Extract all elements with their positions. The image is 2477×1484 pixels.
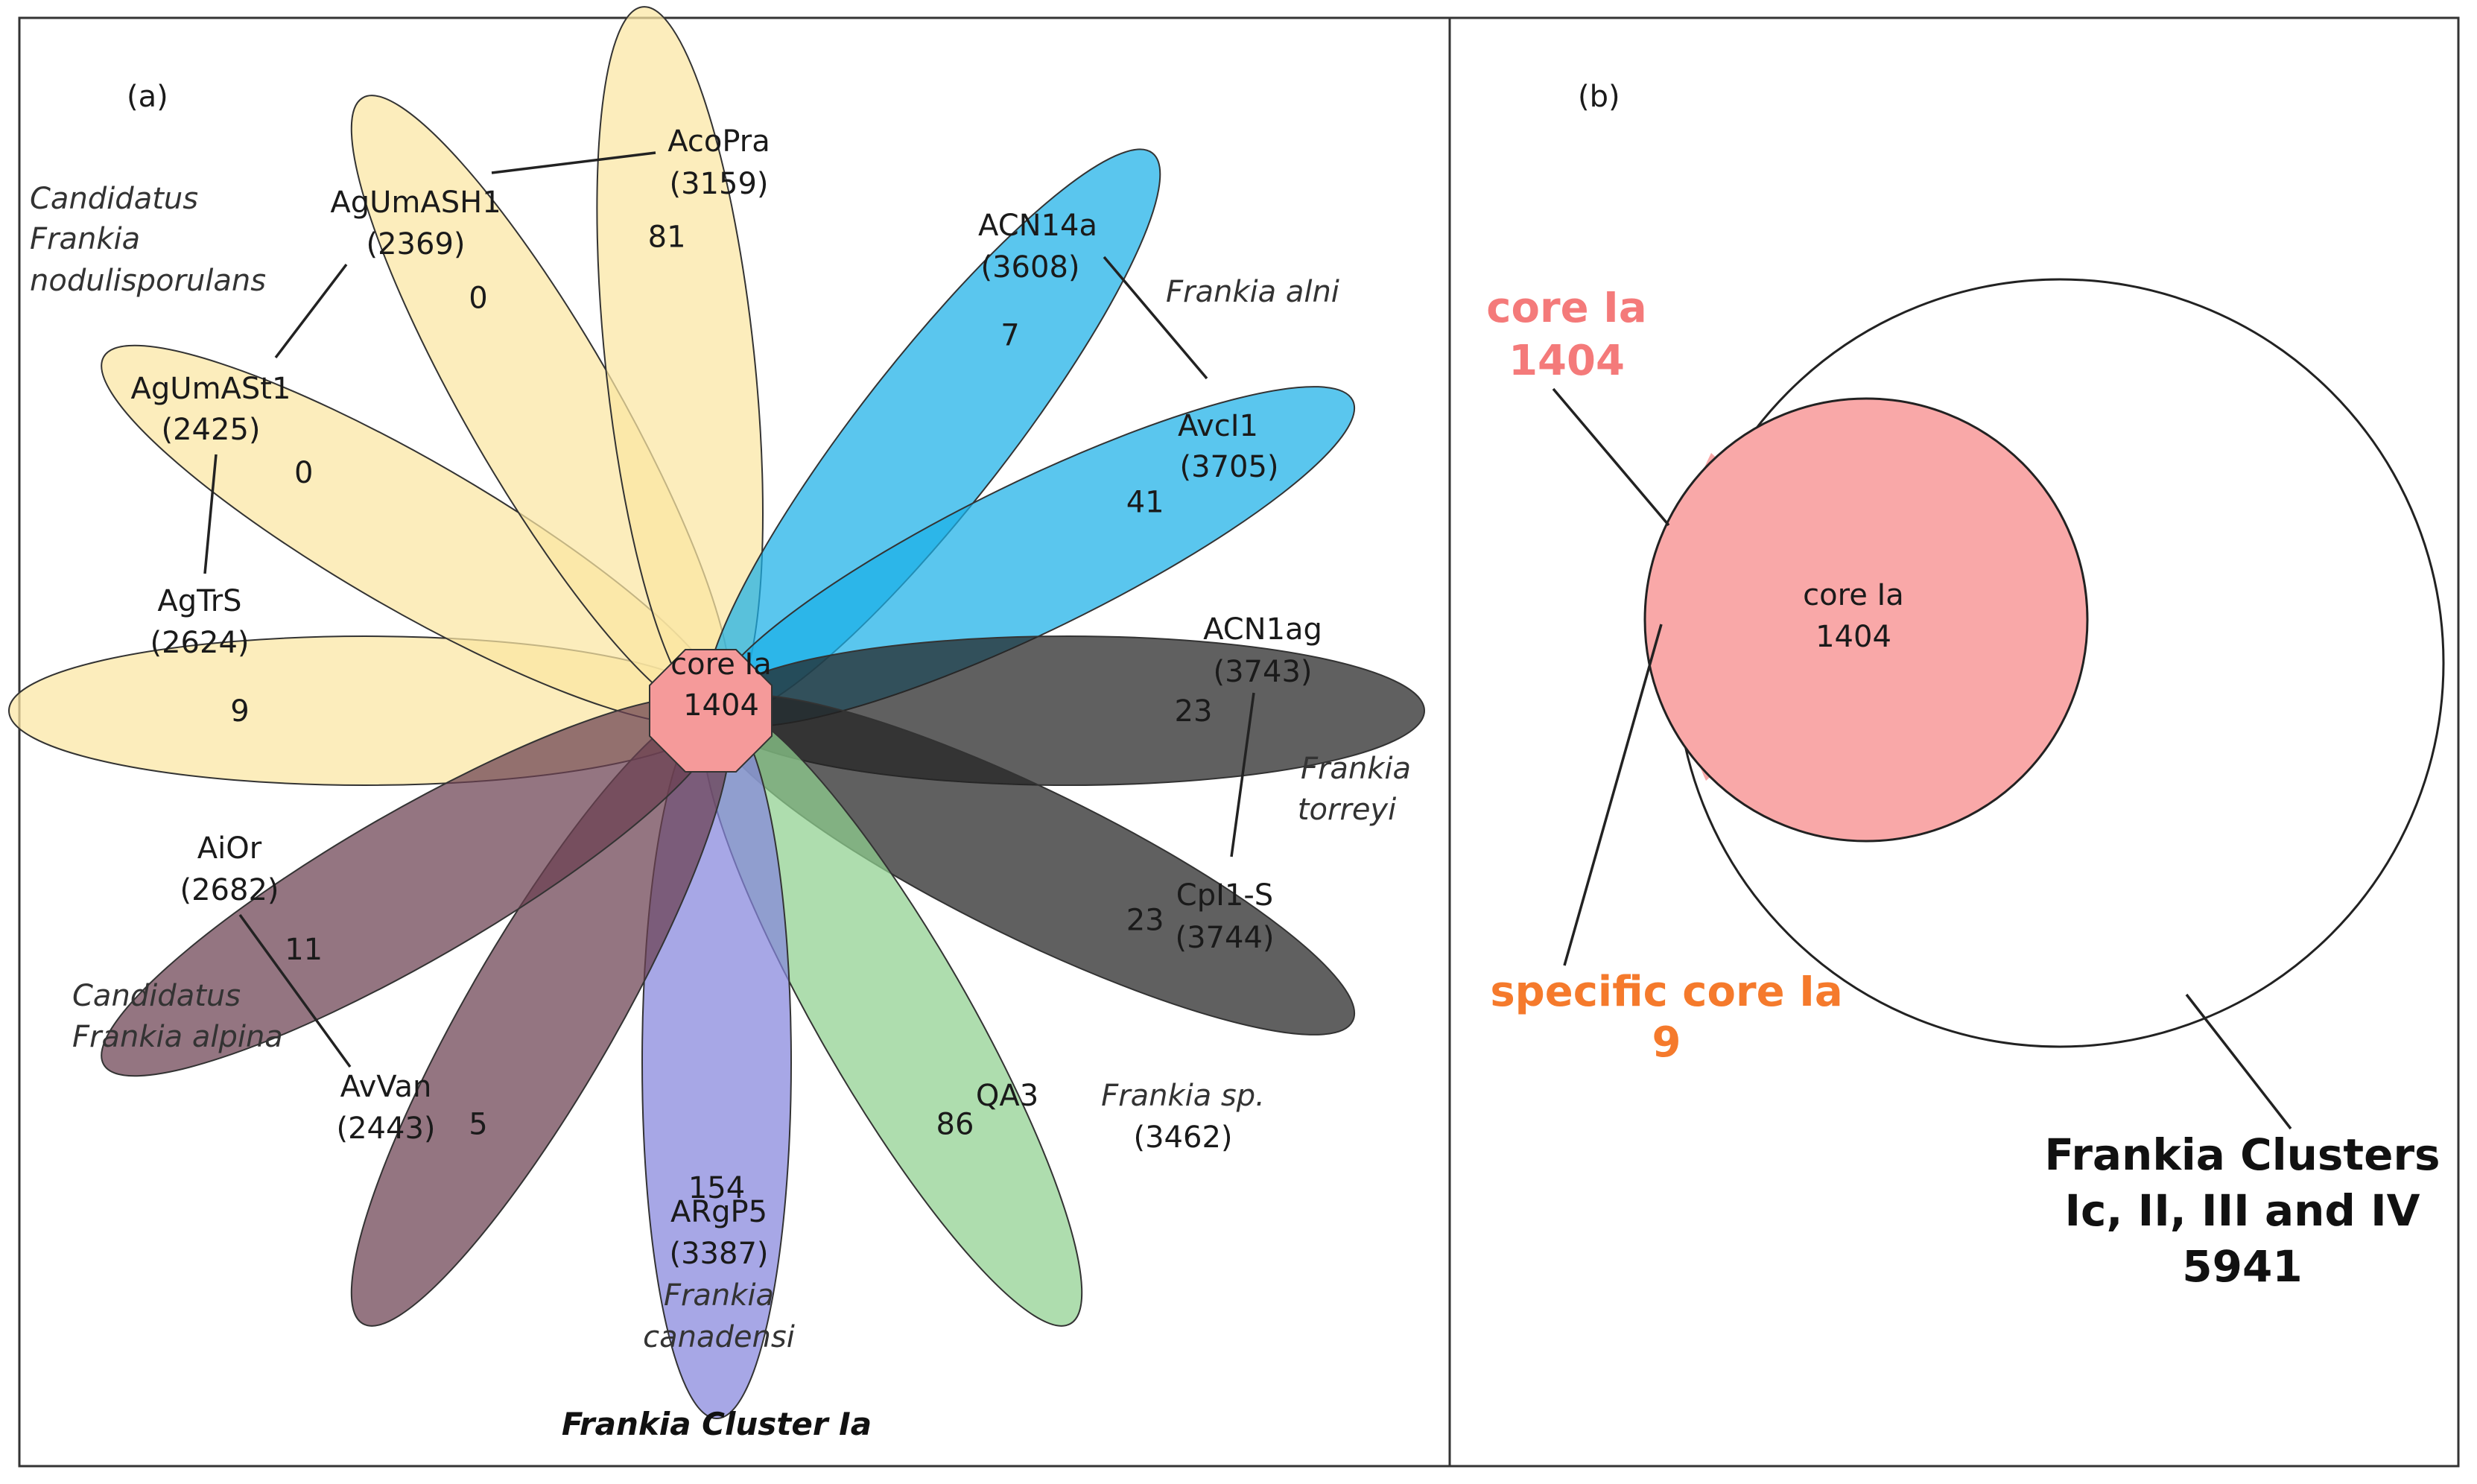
- petal-count-agumash1: 0: [469, 282, 487, 316]
- species-labels: Candidatus Frankia nodulisporulans Frank…: [30, 182, 1411, 1354]
- strain-acn14a-name: ACN14a: [978, 209, 1097, 243]
- petal-count-agtrs: 9: [230, 694, 249, 729]
- inner-core-value: 1404: [1815, 620, 1891, 654]
- panel-a-label: (a): [127, 80, 168, 114]
- species-nodulisporulans-2: Frankia: [30, 222, 140, 256]
- petal-count-acn14a: 7: [1000, 319, 1019, 353]
- species-torreyi-1: Frankia: [1301, 752, 1411, 786]
- species-nodulisporulans-3: nodulisporulans: [30, 264, 266, 298]
- strain-acn14a-genes: (3608): [980, 250, 1079, 285]
- species-canadensi-1: Frankia: [664, 1278, 774, 1313]
- core-ia-callout-line1: core Ia: [1486, 284, 1646, 332]
- petal-count-qa3: 86: [936, 1107, 974, 1141]
- strain-agtrs-genes: (2624): [150, 626, 249, 660]
- petal-count-avvan: 5: [469, 1107, 487, 1141]
- panel-b-label: (b): [1578, 80, 1620, 114]
- petal-count-argp5: 154: [688, 1171, 745, 1205]
- core-ia-value: 1404: [683, 688, 759, 723]
- strain-cpi1s-genes: (3744): [1175, 921, 1274, 955]
- strain-acopra-genes: (3159): [669, 167, 768, 201]
- venn-petals: [8, 6, 1425, 1419]
- panel-a-title: Frankia Cluster Ia: [562, 1406, 872, 1442]
- petal-count-avci1: 41: [1126, 485, 1164, 519]
- strain-aior-name: AiOr: [197, 831, 262, 866]
- strain-aior-genes: (2682): [180, 873, 279, 907]
- panel-a-leader-lines: [203, 151, 1255, 1068]
- petal-count-cpi1-s: 23: [1126, 904, 1164, 938]
- petal-count-acopra: 81: [648, 221, 686, 255]
- strain-avvan-name: AvVan: [340, 1070, 432, 1104]
- species-sp-1: Frankia sp.: [1101, 1079, 1265, 1113]
- core-ia-callout-line2: 1404: [1509, 337, 1625, 385]
- core-ia-label: core Ia: [670, 647, 772, 682]
- species-torreyi-2: torreyi: [1298, 793, 1396, 827]
- core-ia-octagon: [649, 649, 773, 773]
- strain-cpi1s-name: CpI1-S: [1176, 878, 1273, 913]
- strain-avvan-genes: (2443): [336, 1112, 435, 1146]
- strain-labels: AcoPra (3159) AgUmASH1 (2369) ACN14a (36…: [131, 124, 1322, 1271]
- strain-agtrs-name: AgTrS: [157, 584, 241, 618]
- specific-core-callout-line2: 9: [1652, 1018, 1681, 1067]
- species-alpina-1: Candidatus: [72, 979, 241, 1013]
- strain-acopra-name: AcoPra: [667, 124, 770, 159]
- species-canadensi-2: canadensi: [643, 1320, 795, 1354]
- petal-count-acn1ag: 23: [1175, 694, 1213, 729]
- species-sp-2: (3462): [1133, 1120, 1232, 1155]
- panel-b-leader-lines: [1552, 387, 2292, 1130]
- outer-label-line3: 5941: [2182, 1241, 2302, 1292]
- inner-core-label: core Ia: [1803, 578, 1904, 612]
- outer-label-line2: Ic, II, III and IV: [2064, 1185, 2420, 1236]
- petal-count-agumast1: 0: [294, 456, 313, 490]
- strain-qa3-name: QA3: [976, 1079, 1038, 1113]
- species-alni: Frankia alni: [1166, 275, 1339, 309]
- petal-count-aior: 11: [285, 933, 323, 967]
- inner-core-ia-circle: [1643, 397, 2089, 843]
- strain-argp5-name: ARgP5: [670, 1195, 767, 1229]
- strain-agumast1-name: AgUmASt1: [131, 372, 291, 406]
- strain-avci1-genes: (3705): [1179, 450, 1278, 484]
- strain-agumash1-name: AgUmASH1: [330, 186, 501, 220]
- strain-acn1ag-genes: (3743): [1213, 655, 1312, 689]
- petal-counts: 9 0 0 81 7 41 23 23 86 154 5 11: [230, 221, 1212, 1206]
- strain-agumast1-genes: (2425): [161, 413, 260, 447]
- outer-label-line1: Frankia Clusters: [2044, 1129, 2440, 1180]
- strain-agumash1-genes: (2369): [366, 227, 465, 261]
- species-alpina-2: Frankia alpina: [72, 1020, 283, 1054]
- strain-acn1ag-name: ACN1ag: [1203, 612, 1322, 647]
- specific-core-callout-line1: specific core Ia: [1490, 968, 1842, 1016]
- species-nodulisporulans-1: Candidatus: [30, 182, 198, 216]
- strain-avci1-name: AvcI1: [1178, 409, 1258, 443]
- strain-argp5-genes: (3387): [669, 1237, 768, 1271]
